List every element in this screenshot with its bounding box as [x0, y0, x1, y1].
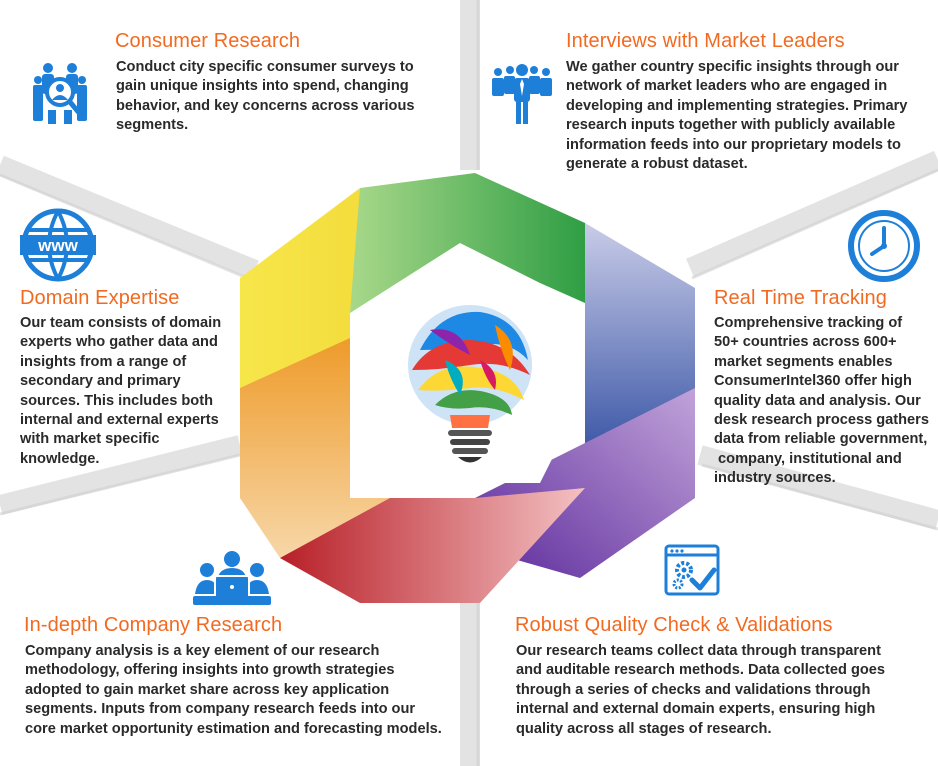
- www-label: www: [37, 236, 78, 255]
- real-time-tracking-title: Real Time Tracking: [714, 287, 887, 309]
- company-research-text: Company analysis is a key element of our…: [25, 643, 442, 737]
- company-research-title: In-depth Company Research: [24, 614, 283, 636]
- ring-red-segment: [280, 488, 585, 603]
- settings-check-icon: [664, 544, 720, 596]
- meeting-laptop-icon: [193, 551, 271, 605]
- real-time-tracking-text: Comprehensive tracking of 50+ countries …: [714, 315, 929, 487]
- quality-check-text: Our research teams collect data through …: [516, 643, 886, 737]
- globe-www-icon: www: [20, 208, 96, 282]
- quality-check-title: Robust Quality Check & Validations: [515, 614, 833, 636]
- team-leader-icon: [492, 64, 552, 124]
- ring-orange-segment: [240, 338, 390, 558]
- domain-expertise-text: Our team consists of domain experts who …: [20, 315, 222, 467]
- colorful-lightbulb-icon: [408, 305, 532, 463]
- interviews-text: We gather country specific insights thro…: [566, 59, 908, 173]
- domain-expertise-title: Domain Expertise: [20, 287, 180, 309]
- interviews-title: Interviews with Market Leaders: [566, 30, 845, 52]
- ring-green-segment: [350, 173, 585, 313]
- people-search-icon: [33, 63, 87, 124]
- clock-icon: [848, 210, 920, 282]
- consumer-research-title: Consumer Research: [115, 30, 301, 52]
- consumer-research-text: Conduct city specific consumer surveys t…: [116, 59, 415, 134]
